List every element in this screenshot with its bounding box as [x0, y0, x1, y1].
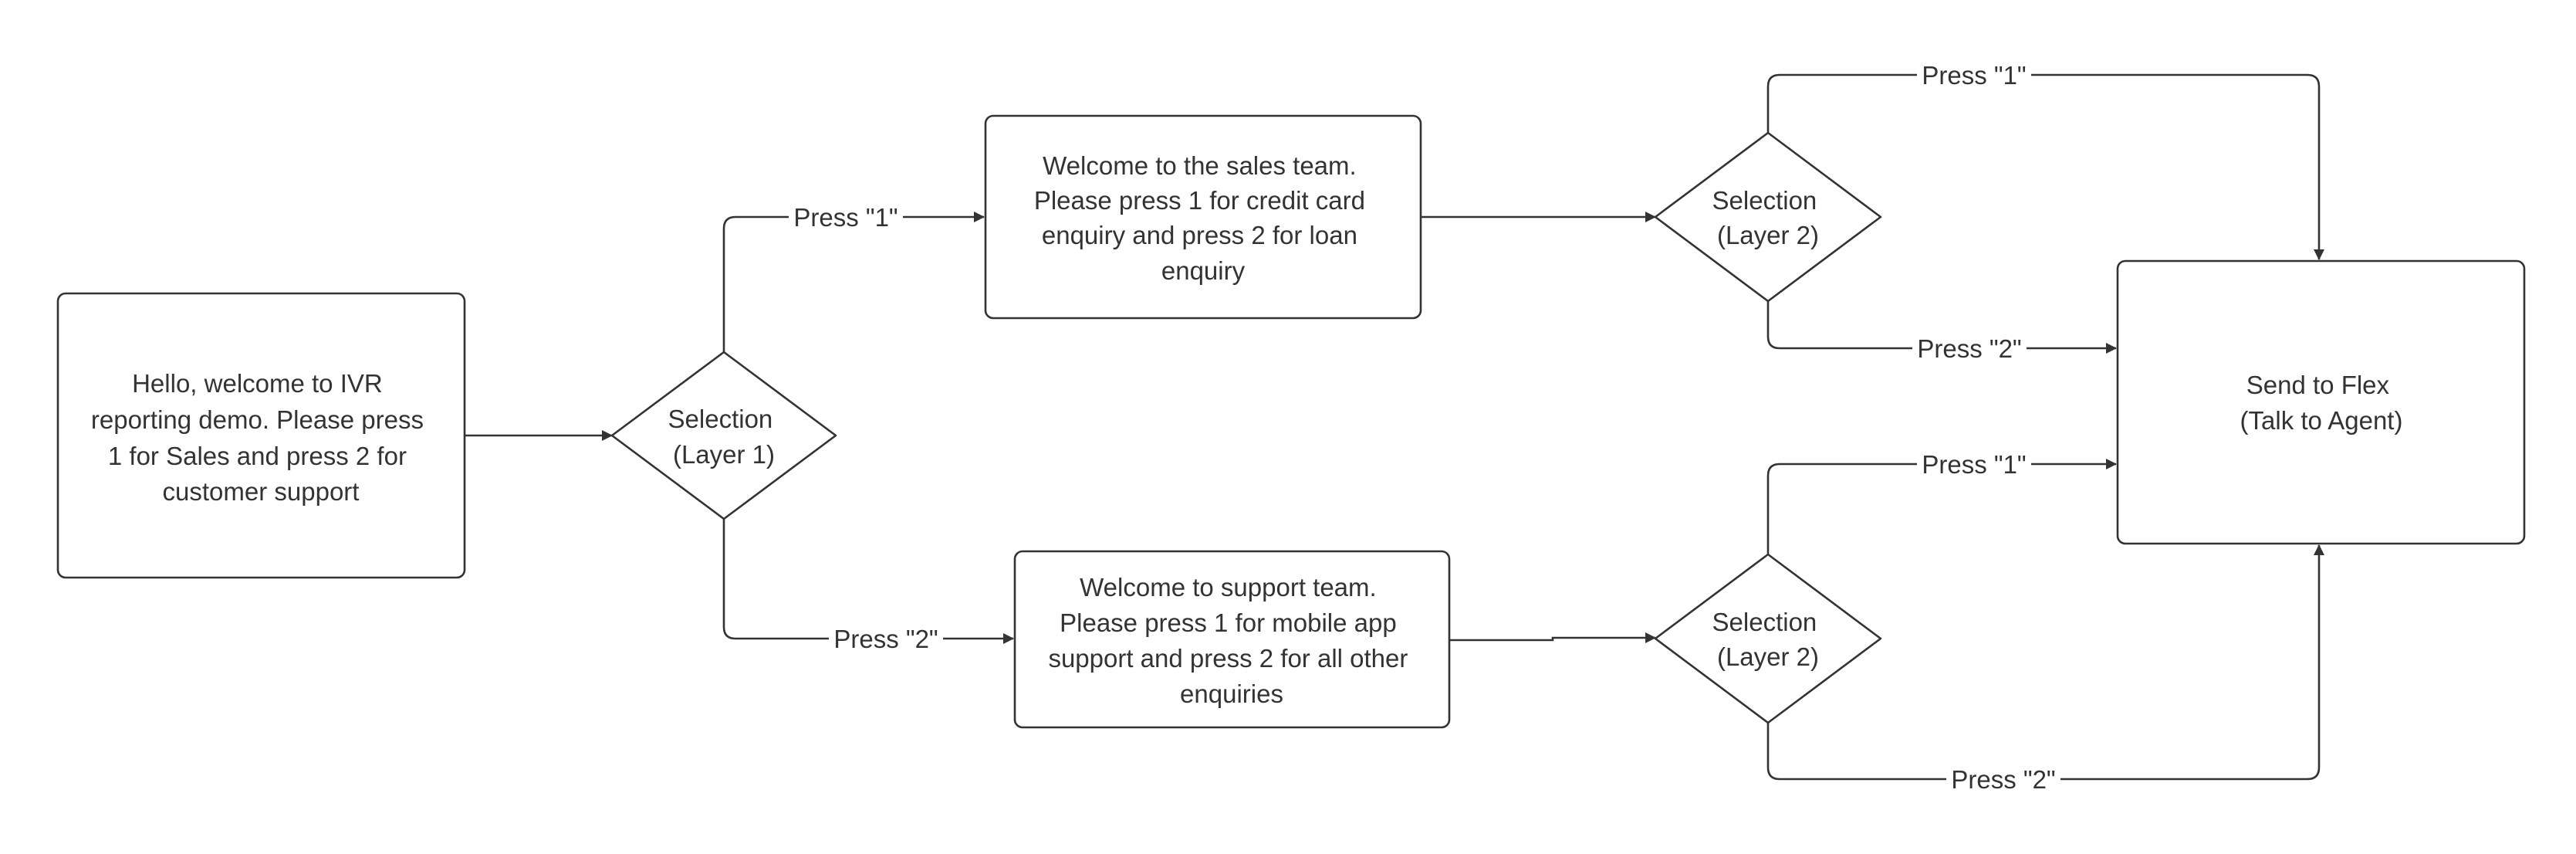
svg-text:Hello, welcome to IVR re: Hello, welcome to IVR reporting demo. Pl… — [91, 369, 431, 506]
edge-label-support-press1: Press "1" — [1922, 450, 2026, 479]
svg-text:Send to Flex (Talk to Ag: Send to Flex (Talk to Agent) — [2240, 371, 2403, 435]
node-selection-layer2-support[interactable]: Selection (Layer 2) — [1654, 553, 1882, 724]
node-sales-line-1: Welcome to the sales team. — [1043, 151, 1357, 180]
node-sales-line-3: enquiry and press 2 for loan — [1042, 221, 1357, 249]
edge-sales-layer2-press1-to-flex[interactable] — [1766, 73, 2324, 260]
edge-support-to-layer2[interactable] — [1449, 632, 1656, 643]
edge-label-sales-press1: Press "1" — [1922, 61, 2026, 90]
node-selection-layer1-line-1: Selection — [668, 405, 773, 433]
edge-layer1-to-support[interactable] — [722, 519, 1014, 644]
node-support-line-1: Welcome to support team. — [1080, 573, 1377, 602]
edge-label-support-press2: Press "2" — [1951, 765, 2055, 794]
node-sales[interactable]: Welcome to the sales team. Please press … — [984, 114, 1422, 320]
edge-label-layer1-press2: Press "2" — [833, 625, 938, 653]
svg-text:Selection (Layer 2): Selection (Layer 2) — [1712, 608, 1824, 671]
edge-labels: Press "1" Press "2" Press "1" Press "2" … — [789, 60, 2060, 795]
svg-text:Selection (Layer 2): Selection (Layer 2) — [1712, 186, 1824, 249]
node-support[interactable]: Welcome to support team. Please press 1 … — [1013, 550, 1451, 729]
node-support-line-4: enquiries — [1180, 679, 1283, 708]
node-selection-layer2-sales-line-2: (Layer 2) — [1717, 221, 1819, 249]
edge-label-layer1-press1: Press "1" — [793, 203, 898, 232]
node-welcome-line-4: customer support — [163, 477, 360, 506]
svg-text:Selection (Layer 1): Selection (Layer 1) — [668, 405, 780, 469]
node-welcome[interactable]: Hello, welcome to IVR reporting demo. Pl… — [56, 292, 466, 579]
svg-text:Welcome to support team.: Welcome to support team. Please press 1 … — [1048, 573, 1415, 708]
node-welcome-line-2: reporting demo. Please press — [91, 405, 424, 434]
node-sales-line-4: enquiry — [1161, 256, 1246, 285]
node-send-to-flex-line-1: Send to Flex — [2246, 371, 2390, 399]
node-sales-line-2: Please press 1 for credit card — [1034, 186, 1365, 215]
node-send-to-flex-line-2: (Talk to Agent) — [2240, 406, 2403, 435]
node-selection-layer2-sales-line-1: Selection — [1712, 186, 1817, 215]
node-selection-layer2-sales[interactable]: Selection (Layer 2) — [1654, 131, 1882, 303]
node-selection-layer2-support-line-2: (Layer 2) — [1717, 642, 1819, 671]
node-selection-layer1-line-2: (Layer 1) — [673, 440, 775, 469]
node-support-line-2: Please press 1 for mobile app — [1060, 608, 1397, 637]
edge-label-sales-press2: Press "2" — [1917, 334, 2021, 363]
node-send-to-flex[interactable]: Send to Flex (Talk to Agent) — [2116, 259, 2526, 545]
edge-layer1-to-sales[interactable] — [722, 212, 985, 352]
edge-sales-layer2-press2-to-flex[interactable] — [1766, 301, 2117, 354]
node-selection-layer1[interactable]: Selection (Layer 1) — [610, 351, 837, 520]
node-selection-layer2-support-line-1: Selection — [1712, 608, 1817, 636]
node-support-line-3: support and press 2 for all other — [1048, 644, 1408, 673]
edge-support-layer2-press1-to-flex[interactable] — [1766, 459, 2117, 554]
svg-text:Welcome to the sales team.: Welcome to the sales team. Please press … — [1034, 151, 1372, 285]
node-welcome-line-1: Hello, welcome to IVR — [132, 369, 383, 398]
node-welcome-line-3: 1 for Sales and press 2 for — [108, 442, 407, 470]
